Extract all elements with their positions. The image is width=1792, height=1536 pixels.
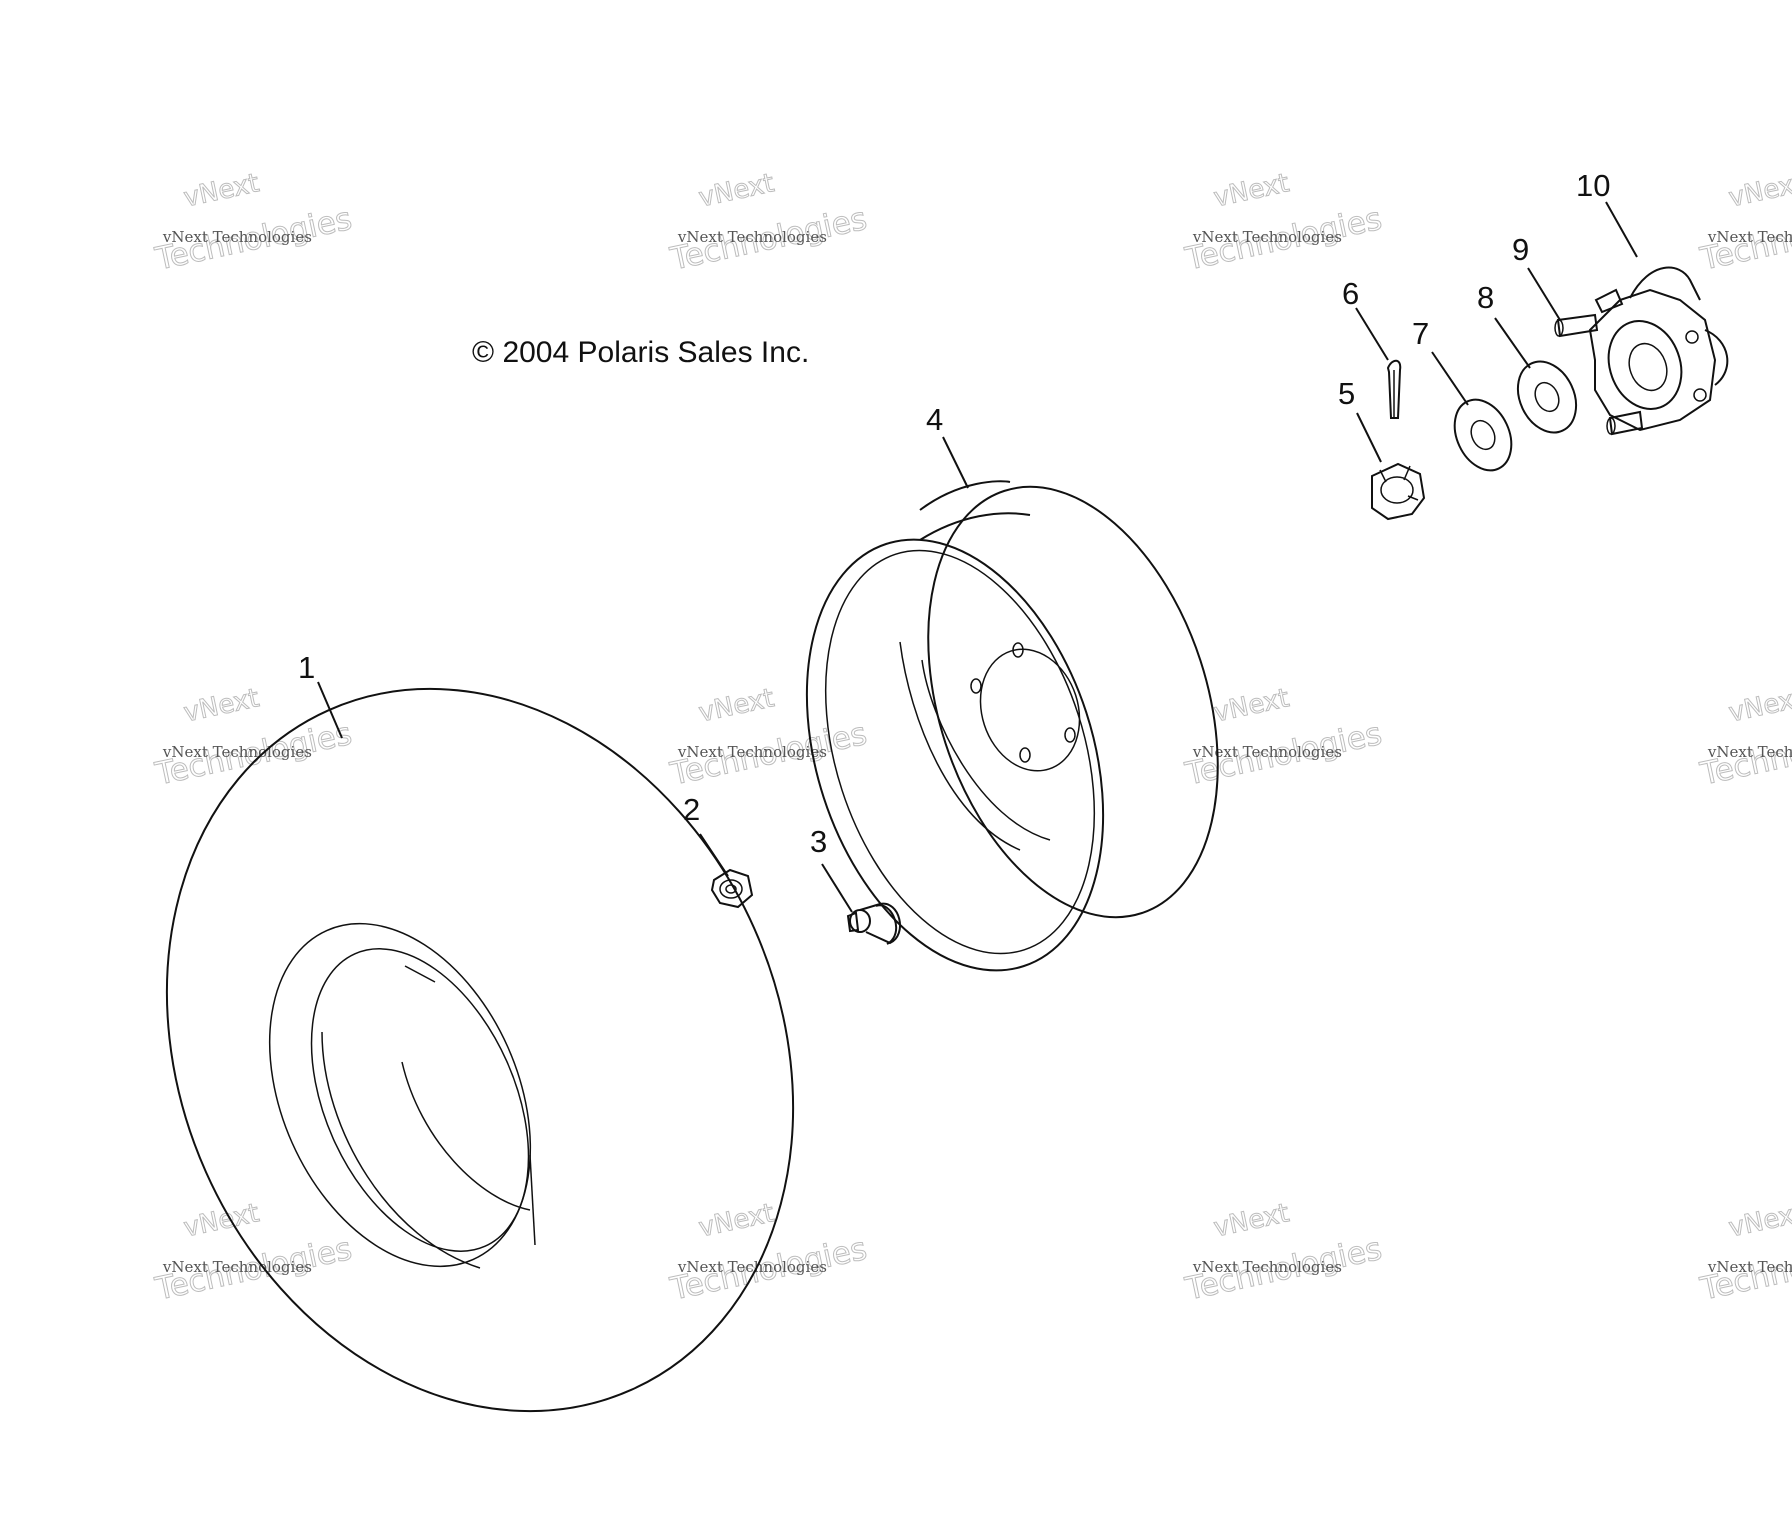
watermark-text: vNext Technologies [1192, 228, 1342, 246]
watermark-text: vNext Technologies [677, 1258, 827, 1276]
callout-10: 10 [1576, 168, 1610, 203]
watermark-text: vNext Technologies [1192, 743, 1342, 761]
callout-1: 1 [298, 650, 315, 685]
watermark-text: vNext [181, 168, 262, 213]
watermark-text: vNext [696, 1198, 777, 1243]
wheel-stud[interactable] [1554, 288, 1644, 436]
leader-line-9 [1527, 267, 1561, 321]
watermark-text: vNext Technologies [677, 743, 827, 761]
copyright-text: © 2004 Polaris Sales Inc. [472, 336, 809, 369]
leader-line-1 [317, 681, 343, 739]
leader-line-4 [942, 436, 969, 489]
castle-nut[interactable] [1371, 462, 1426, 521]
callout-5: 5 [1338, 376, 1355, 411]
leader-line-3 [821, 863, 853, 913]
callout-9: 9 [1512, 232, 1529, 267]
watermark-text: vNext Technologies [162, 228, 312, 246]
watermark-text: vNext [1726, 168, 1792, 213]
watermark-text: vNext Technologies [162, 743, 312, 761]
callout-2: 2 [683, 792, 700, 827]
callout-3: 3 [810, 824, 827, 859]
watermark-text: vNext [696, 168, 777, 213]
leader-line-6 [1355, 307, 1389, 361]
leader-line-10 [1605, 201, 1638, 258]
watermark-text: vNext Technologies [1707, 1258, 1792, 1276]
washer[interactable] [1444, 390, 1522, 479]
washer[interactable] [1507, 352, 1587, 442]
cotter-pin[interactable] [1386, 359, 1402, 419]
callout-6: 6 [1342, 276, 1359, 311]
watermark-text: vNext [1211, 168, 1292, 213]
watermark-text: vNext [1726, 683, 1792, 728]
watermark-text: vNext [1211, 1198, 1292, 1243]
leader-line-7 [1431, 351, 1469, 406]
lug-nut[interactable] [710, 868, 754, 909]
watermark-text: vNext Technologies [1707, 228, 1792, 246]
watermark-text: vNext [696, 683, 777, 728]
watermark-text: vNext [1726, 1198, 1792, 1243]
watermark-text: vNext Technologies [162, 1258, 312, 1276]
wheel-hub[interactable] [1588, 266, 1729, 432]
watermark-text: vNext Technologies [1707, 743, 1792, 761]
callout-7: 7 [1412, 316, 1429, 351]
tire[interactable] [55, 588, 906, 1512]
watermark-text: vNext [1211, 683, 1292, 728]
callout-labels: 1 2 3 4 5 6 7 8 9 10 [298, 168, 1610, 859]
watermark-text: vNext Technologies [677, 228, 827, 246]
leader-line-2 [699, 833, 729, 877]
callout-4: 4 [926, 402, 943, 437]
valve-stem[interactable] [846, 902, 901, 945]
leader-lines [317, 201, 1638, 913]
wheel-rim[interactable] [755, 449, 1269, 1008]
leader-line-8 [1494, 317, 1531, 369]
callout-8: 8 [1477, 280, 1494, 315]
watermark-text: vNext Technologies [1192, 1258, 1342, 1276]
watermark-text: vNext [181, 683, 262, 728]
leader-line-5 [1356, 412, 1382, 463]
